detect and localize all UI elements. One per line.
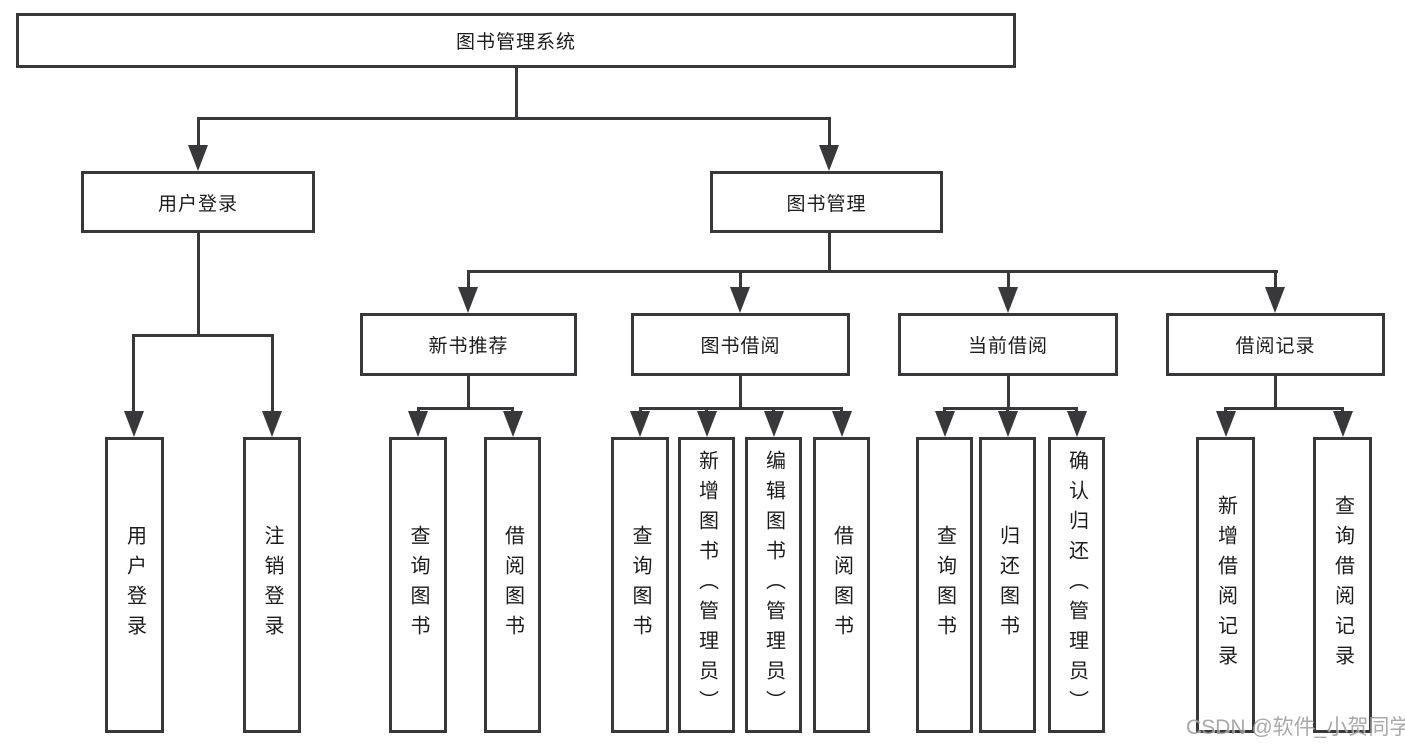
- node-user-login-label: 用户登录: [157, 193, 238, 215]
- connector-line: [515, 68, 518, 120]
- connector-line: [417, 407, 514, 410]
- arrowhead-down-icon: [1333, 411, 1353, 437]
- connector-line: [197, 233, 200, 336]
- connector-line: [639, 407, 843, 410]
- arrowhead-down-icon: [262, 411, 282, 437]
- node-book-borrow: 图书借阅: [631, 313, 850, 376]
- node-borrow-records: 借阅记录: [1166, 313, 1385, 376]
- arrowhead-down-icon: [1216, 411, 1236, 437]
- leaf-label: 归还图书: [996, 525, 1019, 645]
- node-root-label: 图书管理系统: [455, 32, 576, 53]
- connector-line: [828, 117, 831, 148]
- arrowhead-down-icon: [697, 411, 717, 437]
- leaf-borrow-books-1: 借阅图书: [484, 437, 541, 733]
- leaf-user-login: 用户登录: [105, 437, 164, 733]
- leaf-add-borrow-record: 新增借阅记录: [1196, 437, 1255, 733]
- leaf-label: 注销登录: [261, 525, 283, 645]
- node-root: 图书管理系统: [16, 13, 1016, 68]
- node-user-login: 用户登录: [81, 171, 315, 233]
- node-book-management-label: 图书管理: [786, 193, 867, 215]
- node-new-book-recommend-label: 新书推荐: [428, 336, 509, 357]
- node-book-management: 图书管理: [710, 171, 943, 233]
- leaf-label: 查询借阅记录: [1331, 495, 1354, 675]
- connector-line: [132, 334, 135, 413]
- leaf-query-books-2: 查询图书: [611, 437, 669, 733]
- arrowhead-down-icon: [124, 411, 144, 437]
- leaf-label: 编辑图书（管理员）: [762, 450, 785, 720]
- leaf-label: 借阅图书: [501, 525, 524, 645]
- leaf-label: 确认归还（管理员）: [1065, 450, 1088, 720]
- arrowhead-down-icon: [188, 145, 208, 171]
- leaf-label: 借阅图书: [830, 525, 853, 645]
- connector-line: [739, 270, 742, 289]
- connector-line: [467, 270, 470, 289]
- arrowhead-down-icon: [630, 411, 650, 437]
- arrowhead-down-icon: [819, 145, 839, 171]
- node-current-borrow-label: 当前借阅: [967, 336, 1048, 357]
- arrowhead-down-icon: [998, 287, 1018, 313]
- leaf-return-books: 归还图书: [979, 437, 1036, 733]
- leaf-logout: 注销登录: [243, 437, 301, 733]
- connector-line: [1274, 376, 1277, 409]
- arrowhead-down-icon: [730, 287, 750, 313]
- connector-line: [132, 334, 274, 337]
- node-new-book-recommend: 新书推荐: [360, 313, 577, 376]
- leaf-confirm-return-admin: 确认归还（管理员）: [1048, 437, 1105, 733]
- leaf-label: 新增借阅记录: [1214, 495, 1237, 675]
- connector-line: [1007, 376, 1010, 409]
- leaf-query-borrow-record: 查询借阅记录: [1313, 437, 1372, 733]
- leaf-query-books-3: 查询图书: [916, 437, 973, 733]
- connector-line: [467, 376, 470, 409]
- leaf-label: 用户登录: [123, 525, 146, 645]
- leaf-label: 查询图书: [933, 525, 956, 645]
- leaf-edit-books-admin: 编辑图书（管理员）: [745, 437, 802, 733]
- connector-line: [197, 117, 200, 148]
- arrowhead-down-icon: [408, 411, 428, 437]
- connector-line: [1007, 270, 1010, 289]
- arrowhead-down-icon: [1067, 411, 1087, 437]
- leaf-label: 查询图书: [629, 525, 651, 645]
- node-borrow-records-label: 借阅记录: [1235, 336, 1316, 357]
- arrowhead-down-icon: [458, 287, 478, 313]
- leaf-label: 查询图书: [407, 525, 429, 645]
- connector-line: [197, 117, 831, 120]
- arrowhead-down-icon: [998, 411, 1018, 437]
- connector-line: [943, 407, 1078, 410]
- arrowhead-down-icon: [832, 411, 852, 437]
- leaf-query-books-1: 查询图书: [389, 437, 447, 733]
- leaf-label: 新增图书（管理员）: [695, 450, 718, 720]
- leaf-borrow-books-2: 借阅图书: [813, 437, 870, 733]
- leaf-add-books-admin: 新增图书（管理员）: [678, 437, 735, 733]
- node-book-borrow-label: 图书借阅: [700, 336, 781, 357]
- connector-line: [1274, 270, 1277, 289]
- csdn-watermark: CSDN @软件_小贺同学: [1186, 716, 1405, 739]
- arrowhead-down-icon: [503, 411, 523, 437]
- connector-line: [467, 270, 1278, 273]
- connector-line: [828, 233, 831, 272]
- arrowhead-down-icon: [1265, 287, 1285, 313]
- connector-line: [271, 334, 274, 413]
- connector-line: [1224, 407, 1344, 410]
- arrowhead-down-icon: [935, 411, 955, 437]
- connector-line: [739, 376, 742, 409]
- node-current-borrow: 当前借阅: [898, 313, 1118, 376]
- arrowhead-down-icon: [764, 411, 784, 437]
